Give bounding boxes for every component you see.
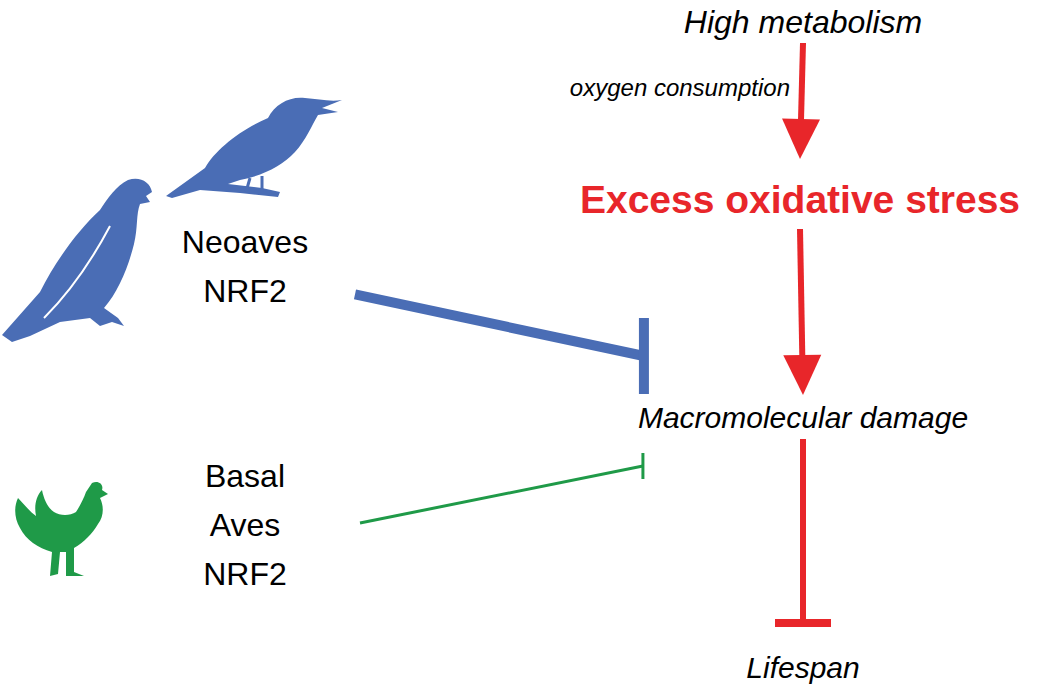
- outcome-label: Lifespan: [746, 651, 859, 685]
- node-text: Excess oxidative stress: [580, 177, 1020, 223]
- node-text: High metabolism: [684, 3, 922, 41]
- node-text: Neoaves NRF2: [170, 218, 320, 316]
- connector: [775, 439, 831, 623]
- nrf2-label: Basal Aves NRF2: [185, 452, 305, 599]
- connector: [360, 453, 643, 523]
- node-text: Macromolecular damage: [638, 401, 968, 435]
- stress-label: Excess oxidative stress: [580, 177, 1020, 223]
- arrowhead: [782, 119, 820, 159]
- nrf2-label: Neoaves NRF2: [170, 218, 320, 316]
- node-text: Lifespan: [746, 651, 859, 685]
- connector-line: [801, 43, 803, 123]
- falcon-wing-edge: [44, 226, 110, 318]
- inhibition-bar: [775, 619, 831, 627]
- crow-silhouette: [166, 98, 342, 198]
- crow-legs: [246, 176, 262, 192]
- inhibition-bar: [639, 318, 649, 394]
- falcon-silhouette: [2, 179, 152, 342]
- connector-line: [800, 439, 806, 623]
- edge-label: oxygen consumption: [570, 74, 790, 102]
- inhibition-bar: [641, 453, 644, 479]
- connector: [355, 294, 644, 394]
- process-label: Macromolecular damage: [638, 401, 968, 435]
- connector-line: [360, 466, 643, 523]
- connector: [783, 229, 821, 395]
- connector-line: [355, 294, 644, 356]
- connector-line: [800, 229, 802, 359]
- arrowhead: [783, 355, 821, 395]
- process-label: High metabolism: [684, 3, 922, 41]
- node-text: Basal Aves NRF2: [185, 452, 305, 599]
- rooster-silhouette: [15, 482, 108, 576]
